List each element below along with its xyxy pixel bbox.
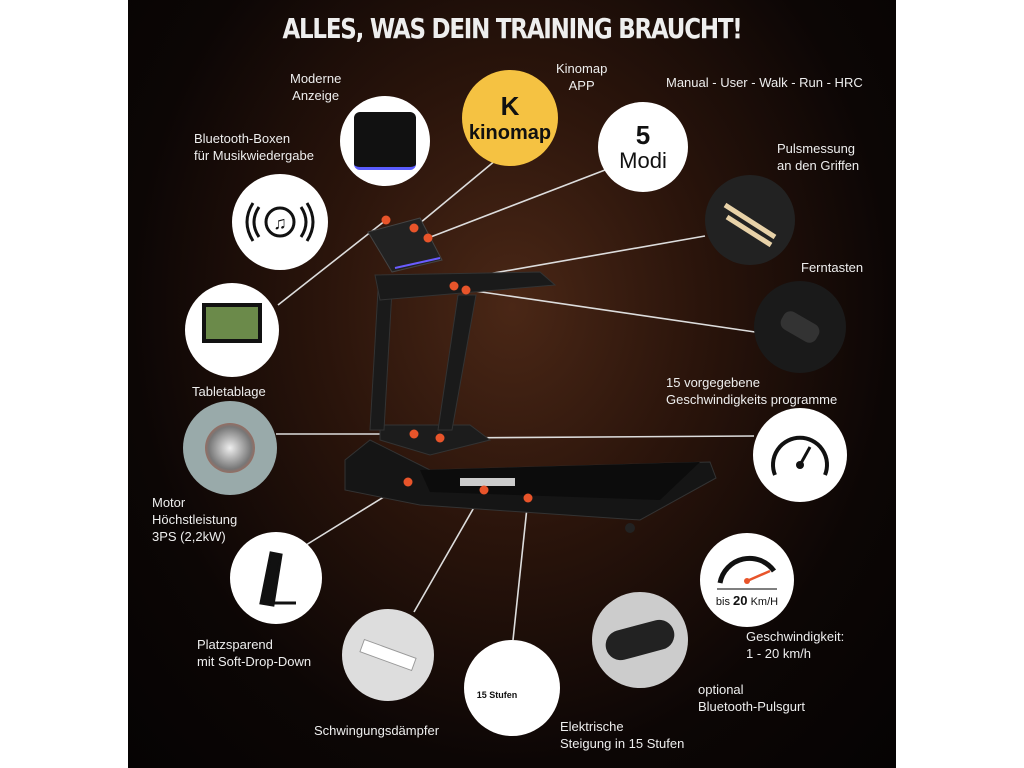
svg-text:♫: ♫ bbox=[273, 213, 287, 233]
speed-gauge-icon bbox=[717, 555, 777, 590]
modes-number: 5 bbox=[635, 120, 651, 150]
label-damper: Schwingungsdämpfer bbox=[314, 723, 440, 738]
pulse-sensor-icon bbox=[723, 202, 777, 248]
shock-absorber-image bbox=[342, 609, 434, 701]
display-console-image bbox=[340, 96, 430, 186]
speed-prefix: bis bbox=[715, 595, 730, 608]
max-speed-badge: bis 20 Km/H bbox=[700, 533, 794, 627]
chest-strap-image bbox=[592, 592, 688, 688]
label-remote: Ferntasten bbox=[801, 260, 864, 275]
pulse-grip-image bbox=[705, 175, 795, 265]
music-speaker-icon: ♫ bbox=[245, 202, 315, 242]
tablet-holder-image bbox=[185, 283, 279, 377]
kinomap-wordmark: kinomap bbox=[468, 122, 552, 144]
bluetooth-speaker-badge: ♫ bbox=[232, 174, 328, 270]
label-speed: Geschwindigkeit:1 - 20 km/h bbox=[746, 629, 845, 661]
modes-badge: 5 Modi bbox=[598, 102, 688, 192]
incline-image: 15 Stufen bbox=[464, 640, 560, 736]
motor-image bbox=[183, 401, 277, 495]
speedometer-icon bbox=[771, 435, 829, 476]
speed-value: 20 bbox=[733, 592, 748, 608]
label-modes-list: Manual - User - Walk - Run - HRC bbox=[666, 75, 863, 90]
folded-treadmill-icon bbox=[259, 551, 296, 607]
incline-steps-label: 15 Stufen bbox=[476, 690, 518, 700]
foldable-image bbox=[230, 532, 322, 624]
kinomap-k-icon: K bbox=[500, 91, 520, 121]
remote-buttons-image bbox=[754, 281, 846, 373]
kinomap-logo-badge: K kinomap bbox=[462, 70, 558, 166]
headline: ALLES, WAS DEIN TRAINING BRAUCHT! bbox=[282, 12, 742, 45]
speed-programs-badge bbox=[753, 408, 847, 502]
label-tablet: Tabletablage bbox=[192, 384, 266, 399]
modes-word: Modi bbox=[619, 148, 667, 173]
speed-unit: Km/H bbox=[750, 595, 779, 608]
